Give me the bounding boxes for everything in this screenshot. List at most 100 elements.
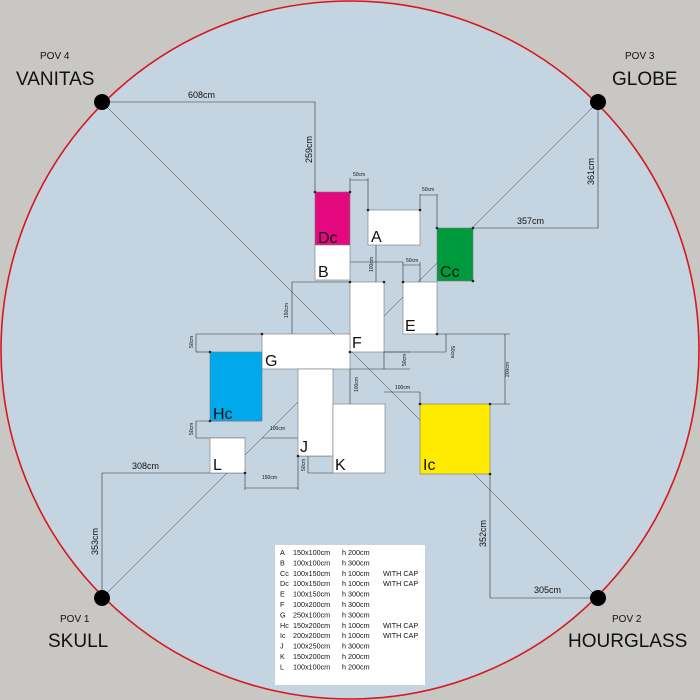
- dim-jk-gap: 100cm: [354, 377, 360, 392]
- dim-k-ic: 100cm: [395, 385, 410, 391]
- pov-globe: POV 3 GLOBE: [590, 51, 677, 110]
- dim-ba-gap: 100cm: [369, 257, 375, 272]
- legend-dims: 150x200cm: [293, 621, 330, 630]
- block-label-hc: Hc: [213, 406, 233, 423]
- dim-g-left: 50cm: [189, 336, 195, 348]
- block-label-b: B: [318, 264, 329, 281]
- legend-id: K: [280, 652, 285, 661]
- dim-left-low: 308cm: [132, 461, 159, 471]
- legend-note: WITH CAP: [383, 621, 418, 630]
- dim-f-low: 50cm: [402, 354, 408, 366]
- dim-bf-gap: 150cm: [284, 303, 290, 318]
- block-label-l: L: [213, 457, 222, 474]
- dim-right-mid: 357cm: [517, 216, 544, 226]
- dim-e-gap: 50cm: [406, 258, 418, 264]
- block-e: [402, 281, 438, 335]
- legend-dims: 150x100cm: [293, 548, 330, 557]
- legend-height: h 300cm: [342, 590, 370, 599]
- legend-id: L: [280, 662, 284, 671]
- legend-height: h 300cm: [342, 610, 370, 619]
- block-hc: [209, 351, 263, 422]
- block-ic: [419, 403, 491, 475]
- legend-height: h 300cm: [342, 558, 370, 567]
- block-a: [367, 209, 421, 246]
- legend-id: J: [280, 642, 284, 651]
- pov-number: POV 2: [612, 614, 642, 625]
- legend-height: h 200cm: [342, 662, 370, 671]
- dim-top: 608cm: [188, 90, 215, 100]
- block-corner-dots: [208, 190, 492, 476]
- block-label-a: A: [371, 229, 382, 246]
- pov-skull: POV 1 SKULL: [48, 590, 110, 652]
- pov-vanitas: POV 4 VANITAS: [16, 51, 110, 110]
- legend-dims: 150x200cm: [293, 652, 330, 661]
- legend-box: [275, 545, 425, 685]
- block-label-k: K: [335, 457, 346, 474]
- legend-height: h 100cm: [342, 621, 370, 630]
- block-b: [314, 244, 351, 281]
- legend-id: G: [280, 610, 286, 619]
- legend-dims: 100x250cm: [293, 642, 330, 651]
- dim-ic-gap: 200cm: [505, 362, 511, 377]
- legend-dims: 100x150cm: [293, 590, 330, 599]
- block-dc: [314, 191, 351, 246]
- pov-marker: [94, 94, 110, 110]
- legend-note: WITH CAP: [383, 569, 418, 578]
- dim-l-bottom: 150cm: [262, 475, 277, 481]
- dim-j-bot: 50cm: [301, 459, 307, 471]
- block-l: [209, 437, 246, 474]
- pov-hourglass: POV 2 HOURGLASS: [568, 590, 687, 652]
- legend-id: A: [280, 548, 285, 557]
- legend-note: WITH CAP: [383, 631, 418, 640]
- pov-marker: [590, 590, 606, 606]
- legend-id: Dc: [280, 579, 289, 588]
- dim-left-top: 259cm: [304, 136, 314, 163]
- legend-id: Hc: [280, 621, 289, 630]
- legend-id: F: [280, 600, 285, 609]
- block-label-dc: Dc: [318, 230, 338, 247]
- legend-height: h 100cm: [342, 579, 370, 588]
- legend-dims: 100x100cm: [293, 662, 330, 671]
- pov-name: SKULL: [48, 631, 108, 652]
- dim-bottom: 305cm: [534, 585, 561, 595]
- dim-dc-gap: 50cm: [353, 172, 365, 178]
- pov-name: HOURGLASS: [568, 631, 687, 652]
- legend-height: h 200cm: [342, 548, 370, 557]
- block-label-ic: Ic: [423, 457, 435, 474]
- dim-hc-gap: 50cm: [189, 423, 195, 435]
- legend-id: B: [280, 558, 285, 567]
- dim-a-gap: 50cm: [422, 187, 434, 193]
- pov-number: POV 3: [625, 51, 655, 62]
- legend-note: WITH CAP: [383, 579, 418, 588]
- pov-marker: [590, 94, 606, 110]
- legend-dims: 100x150cm: [293, 569, 330, 578]
- legend-height: h 300cm: [342, 600, 370, 609]
- block-label-f: F: [352, 335, 362, 352]
- block-label-j: J: [300, 439, 308, 456]
- legend-height: h 300cm: [342, 642, 370, 651]
- pov-name: VANITAS: [16, 69, 94, 90]
- legend-dims: 100x100cm: [293, 558, 330, 567]
- legend-id: E: [280, 590, 285, 599]
- block-label-e: E: [405, 318, 416, 335]
- legend-dims: 200x200cm: [293, 631, 330, 640]
- dim-right-bottom: 352cm: [478, 520, 488, 547]
- dim-left-bottom: 353cm: [90, 528, 100, 555]
- block-cc: [436, 227, 474, 282]
- legend-height: h 200cm: [342, 652, 370, 661]
- pov-name: GLOBE: [612, 69, 677, 90]
- legend-height: h 100cm: [342, 569, 370, 578]
- pov-marker: [94, 590, 110, 606]
- block-f: [349, 281, 385, 353]
- block-k: [332, 403, 386, 474]
- block-label-cc: Cc: [440, 264, 460, 281]
- legend-dims: 100x150cm: [293, 579, 330, 588]
- block-j: [297, 368, 334, 457]
- legend-id: Ic: [280, 631, 286, 640]
- dim-ef-gap: 50cm: [449, 346, 455, 358]
- legend-height: h 100cm: [342, 631, 370, 640]
